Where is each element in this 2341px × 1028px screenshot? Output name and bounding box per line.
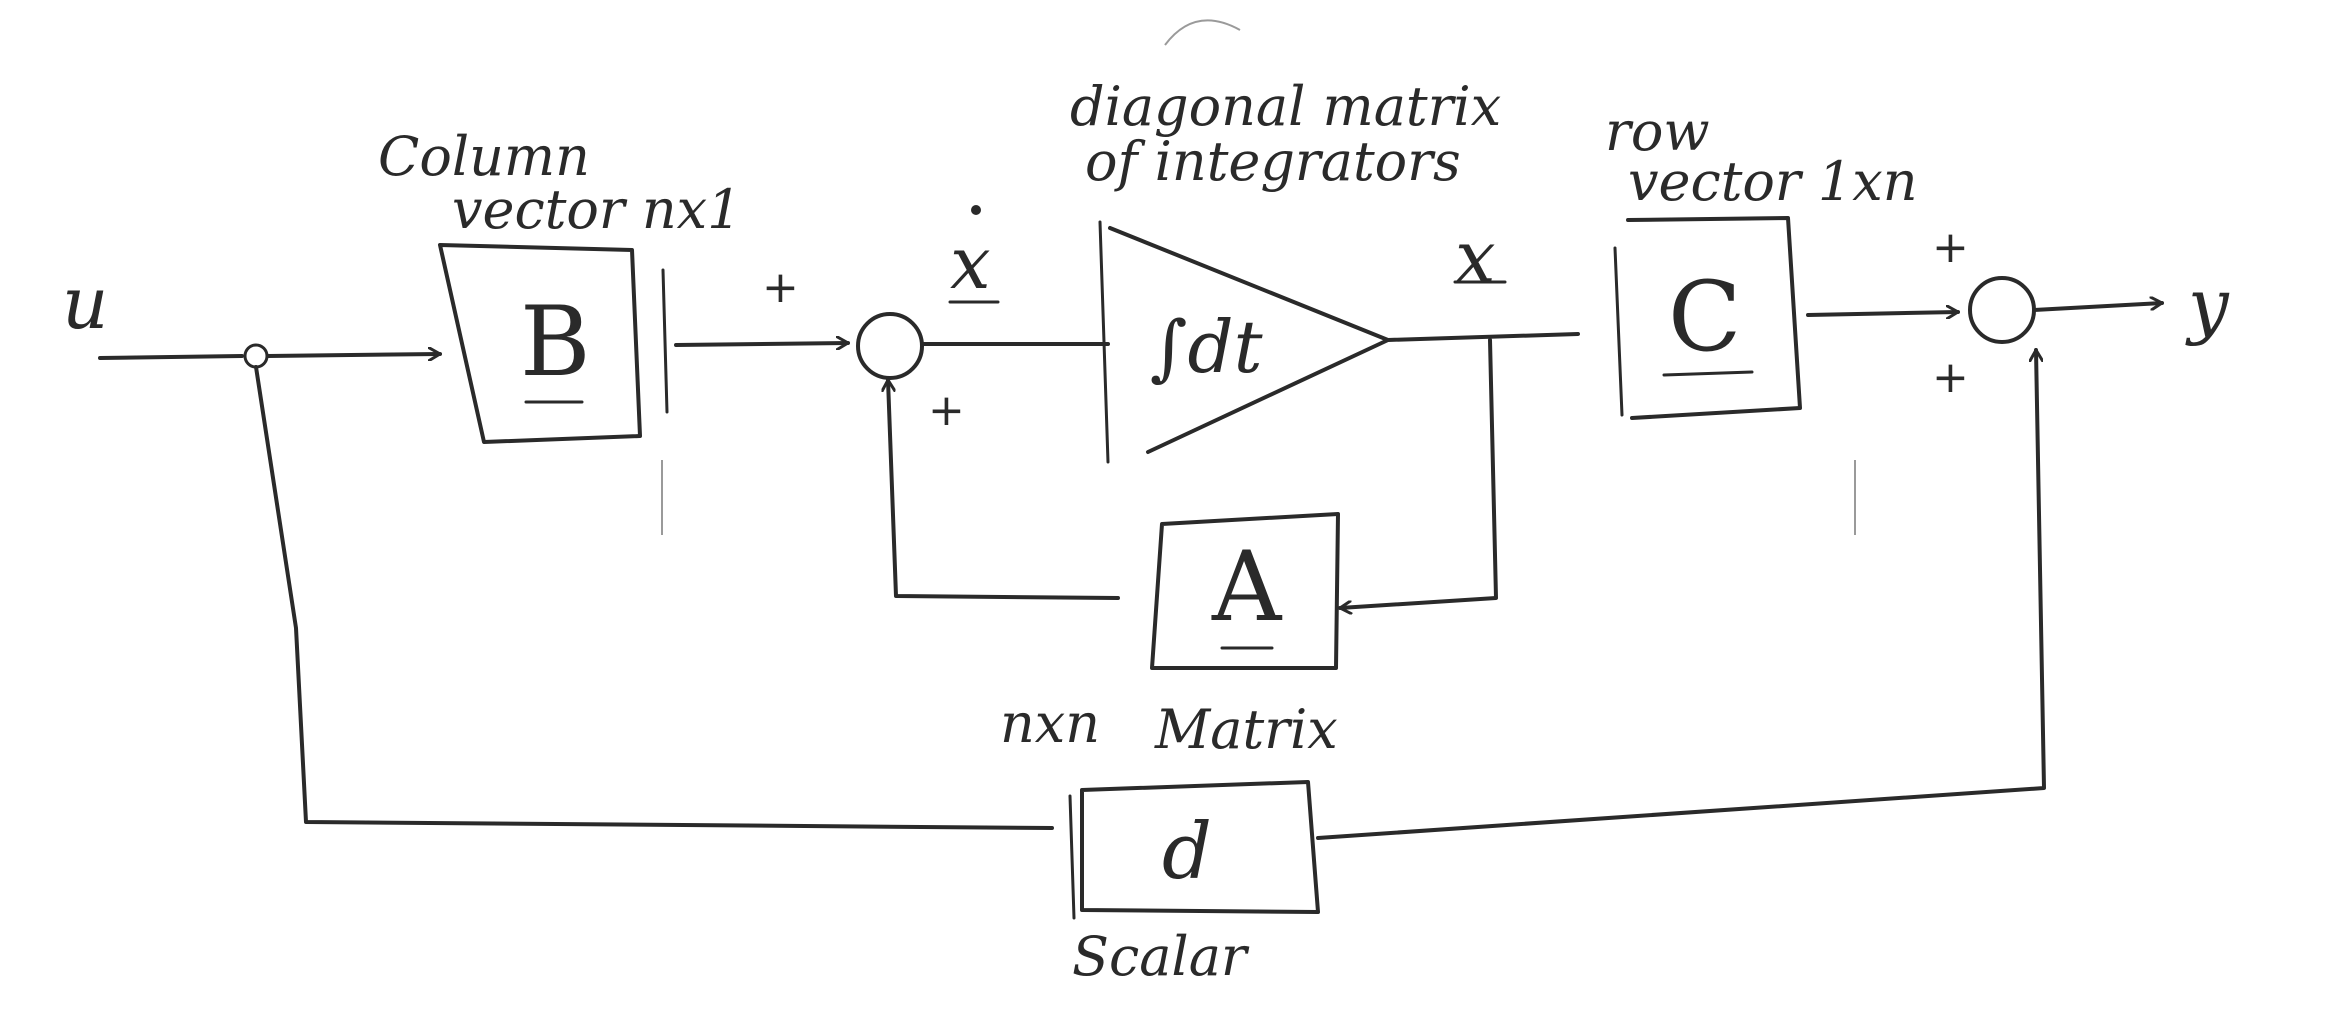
b-note-line2: vector nx1 [452,178,742,241]
c-block-underline [1662,370,1754,377]
c-block-left-stroke [1613,246,1624,417]
d-note: Scalar [1072,925,1250,988]
integrator-left-stroke [1098,220,1110,464]
c-block [1626,216,1802,420]
d-block-left-stroke [1068,794,1076,920]
state-derivative-label: x [950,221,991,305]
c-note-line2: vector 1xn [1628,150,1918,213]
line-c-to-sum2 [1806,312,1958,315]
c-note-line1: row [1605,100,1710,163]
summing-junction-2 [1968,276,2036,344]
line-b-to-sum1 [674,343,848,345]
integrator-symbol: ∫dt [1150,305,1264,389]
b-note-line1: Column [378,125,590,188]
sum2-bottom-sign: + [1932,352,1969,403]
a-block [1150,512,1340,670]
b-block-symbol: B [520,286,591,398]
sum1-top-sign: + [762,262,799,313]
line-d-to-sum2 [1316,350,2046,840]
line-a-to-sum1 [888,380,1120,600]
input-line [98,354,244,360]
a-note-dim: nxn [1000,692,1100,755]
state-label: x [1455,215,1496,299]
b-block [438,243,642,444]
integrator-note-line1: diagonal matrix [1070,75,1501,138]
line-input-to-d [254,365,1054,830]
a-block-symbol: A [1211,531,1283,643]
state-derivative-dot [971,205,981,215]
line-integrator-to-c [1386,332,1580,342]
output-label-y: y [2185,263,2230,347]
input-label-u: u [62,261,108,345]
sum1-bottom-sign: + [928,385,965,436]
d-block [1080,780,1320,914]
arrow-to-b [266,354,440,356]
sum2-top-sign: + [1932,222,1969,273]
integrator-note-line2: of integrators [1085,130,1461,193]
a-note-kind: Matrix [1154,698,1338,761]
output-line [2032,303,2162,312]
pickoff-node [243,343,269,369]
scan-mark [1164,19,1241,46]
c-block-symbol: C [1668,261,1741,373]
b-block-side-stroke [661,268,669,414]
line-state-to-a [1340,338,1498,608]
d-block-symbol: d [1162,807,1212,897]
summing-junction-1 [856,312,924,380]
